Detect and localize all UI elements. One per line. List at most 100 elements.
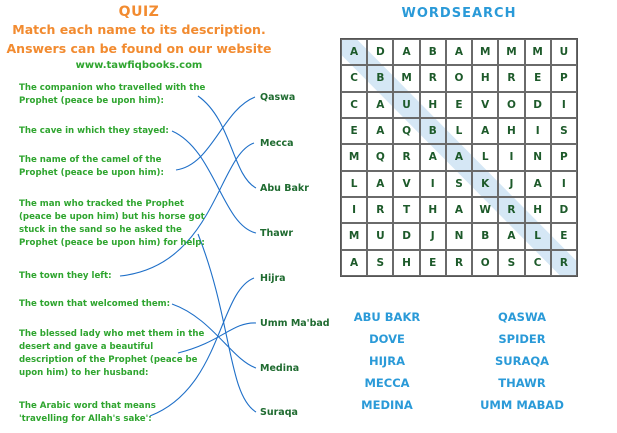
answer-abu-bakr: Abu Bakr <box>260 183 309 194</box>
grid-cell: A <box>445 39 473 66</box>
grid-cell: A <box>524 170 551 197</box>
grid-cell: I <box>498 144 525 171</box>
grid-cell: R <box>393 144 420 171</box>
grid-cell: A <box>393 39 420 66</box>
answer-umm-mabad: Umm Ma'bad <box>260 318 330 329</box>
grid-cell: A <box>367 118 394 145</box>
grid-cell: E <box>550 223 577 250</box>
grid-cell: M <box>341 223 368 250</box>
grid-cell: Q <box>367 144 394 171</box>
grid-cell: J <box>419 223 446 250</box>
grid-cell: E <box>419 249 446 276</box>
grid-cell: D <box>367 39 394 66</box>
grid-cell: S <box>498 249 525 276</box>
grid-cell: L <box>524 223 551 250</box>
grid-cell: V <box>393 170 420 197</box>
grid-cell: C <box>341 65 368 92</box>
website-link[interactable]: www.tawfiqbooks.com <box>75 60 203 71</box>
grid-cell: R <box>498 65 525 92</box>
grid-cell: C <box>524 249 551 276</box>
grid-cell: C <box>341 91 368 118</box>
line-q8 <box>149 277 255 417</box>
word-thawr: THAWR <box>498 376 546 390</box>
grid-cell: J <box>498 170 525 197</box>
question-2: The cave in which they stayed: <box>19 126 169 136</box>
grid-cell: E <box>524 65 551 92</box>
grid-cell: R <box>419 65 446 92</box>
quiz-answers-note: Answers can be found on our website <box>6 41 272 56</box>
grid-cell: Q <box>393 118 420 145</box>
line-q7 <box>177 322 257 354</box>
question-1: The companion who travelled with the Pro… <box>19 83 206 106</box>
grid-cell: H <box>393 249 420 276</box>
grid-cell: O <box>445 65 473 92</box>
grid-cell: U <box>393 91 420 118</box>
grid-cell: A <box>367 170 394 197</box>
grid-cell: U <box>550 39 577 66</box>
grid-cell: O <box>498 91 525 118</box>
quiz-title: QUIZ <box>118 4 160 20</box>
grid-cell: D <box>524 91 551 118</box>
question-3: The name of the camel of the Prophet (pe… <box>19 155 164 178</box>
answer-mecca: Mecca <box>260 138 294 149</box>
solution-highlight <box>340 38 578 277</box>
grid-cell: V <box>472 91 499 118</box>
answer-thawr: Thawr <box>260 228 294 239</box>
question-7: The blessed lady who met them in the des… <box>19 329 205 378</box>
question-8: The Arabic word that means 'travelling f… <box>19 401 156 424</box>
grid-cell: M <box>524 39 551 66</box>
answer-medina: Medina <box>260 363 300 374</box>
line-q2 <box>171 130 257 234</box>
grid-cell: A <box>367 91 394 118</box>
grid-cell: M <box>472 39 499 66</box>
grid-cell: A <box>472 118 499 145</box>
grid-cell: N <box>445 223 473 250</box>
grid-cell: R <box>498 197 525 224</box>
grid-cell: A <box>445 144 473 171</box>
word-hijra: HIJRA <box>369 354 405 368</box>
grid-cell: S <box>445 170 473 197</box>
word-spider: SPIDER <box>498 332 546 346</box>
grid-cell: B <box>367 65 394 92</box>
word-suraqa: SURAQA <box>494 354 550 368</box>
grid-cell: A <box>498 223 525 250</box>
word-medina: MEDINA <box>361 398 413 412</box>
quiz-instruction: Match each name to its description. <box>12 22 266 37</box>
word-dove: DOVE <box>369 332 405 346</box>
grid-cell: M <box>341 144 368 171</box>
grid-cell: U <box>367 223 394 250</box>
grid-cell: D <box>550 197 577 224</box>
grid-cell: H <box>419 197 446 224</box>
answer-hijra: Hijra <box>260 273 286 284</box>
word-abu-bakr: ABU BAKR <box>353 310 421 324</box>
grid-cell: E <box>445 91 473 118</box>
grid-cell: A <box>445 197 473 224</box>
grid-cell: I <box>524 118 551 145</box>
line-q1 <box>197 95 257 189</box>
word-umm-mabad: UMM MABAD <box>480 398 564 412</box>
grid-cell: L <box>472 144 499 171</box>
question-6: The town that welcomed them: <box>19 299 171 309</box>
grid-cell: T <box>393 197 420 224</box>
grid-cell: M <box>498 39 525 66</box>
grid-cell: E <box>341 118 368 145</box>
word-qaswa: QASWA <box>497 310 547 324</box>
grid-cell: B <box>472 223 499 250</box>
grid-cell: I <box>550 170 577 197</box>
grid-cell: R <box>550 249 577 276</box>
grid-cell: N <box>524 144 551 171</box>
question-5: The town they left: <box>19 271 112 281</box>
grid-cell: I <box>341 197 368 224</box>
grid-cell: H <box>472 65 499 92</box>
line-q4 <box>197 233 257 413</box>
grid-cell: R <box>445 249 473 276</box>
grid-cell: K <box>472 170 499 197</box>
answer-qaswa: Qaswa <box>260 92 296 103</box>
line-q3 <box>175 96 256 171</box>
grid-cell: P <box>550 144 577 171</box>
grid-cell: S <box>550 118 577 145</box>
line-q6 <box>171 303 257 369</box>
grid-cell: I <box>550 91 577 118</box>
grid-cell: H <box>524 197 551 224</box>
